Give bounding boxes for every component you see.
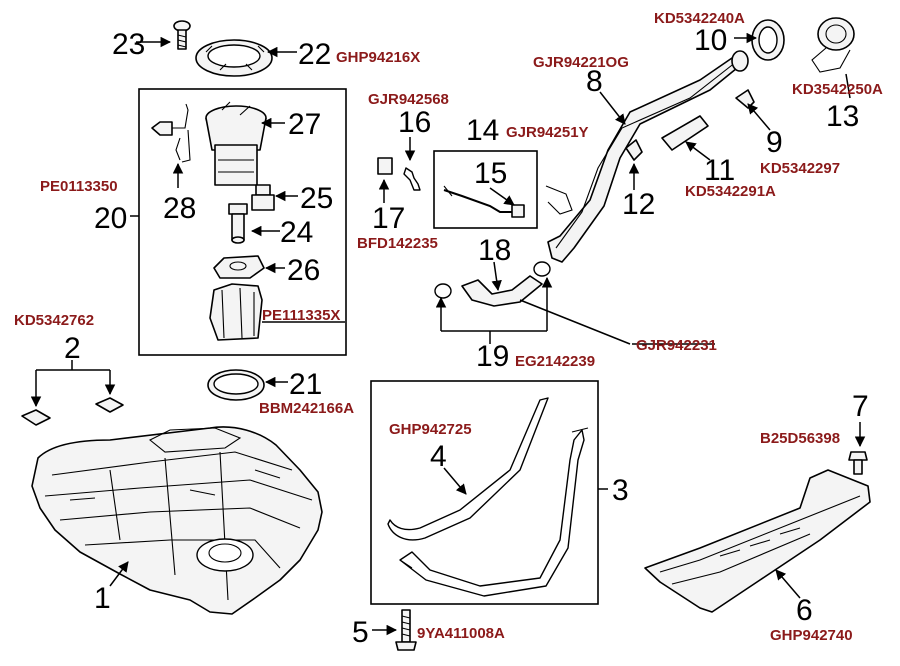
part-code-14: GJR94251Y [506,124,589,141]
screw-23-part [173,20,191,50]
hose-16-17-part [377,157,421,191]
part-code-13: KD3542250A [792,81,883,98]
pump-module-parts [151,101,275,341]
callout-number-27: 27 [288,108,321,141]
part-code-20: PE0113350 [40,178,118,195]
leader-lines [30,32,866,636]
callout-number-28: 28 [163,192,196,225]
strap-group-box [370,380,599,605]
part-code-17: BFD142235 [357,235,438,252]
vapor-pipe-part [443,185,525,218]
callout-number-20: 20 [94,202,127,235]
part-code-5: 9YA411008A [417,625,505,642]
heat-shield-part [644,469,871,613]
callout-number-5: 5 [352,616,369,649]
callout-number-21: 21 [289,368,322,401]
pads-part [21,397,124,426]
callout-number-25: 25 [300,182,333,215]
callout-number-19: 19 [476,340,509,373]
callout-number-24: 24 [280,216,313,249]
callout-number-26: 26 [287,254,320,287]
part-code-16: GJR942568 [368,91,449,108]
fuel-cap-part [811,17,855,73]
part-code-6: GHP942740 [770,627,853,644]
callout-number-11: 11 [704,154,735,187]
part-code-9: KD5342297 [760,160,840,177]
callout-number-22: 22 [298,38,331,71]
callout-number-1: 1 [94,582,111,615]
clip-12-part [625,139,643,161]
callout-number-16: 16 [398,106,431,139]
part-code-18: GJR942231 [636,337,717,354]
callout-number-4: 4 [430,440,447,473]
callout-number-14: 14 [466,114,499,147]
part-code-4: GHP942725 [389,421,472,438]
bracket-9-part [735,89,755,109]
part-code-11: KD5342291A [685,183,776,200]
callout-number-2: 2 [64,332,81,365]
callout-number-9: 9 [766,126,783,159]
callout-number-7: 7 [852,390,869,423]
gasket-part [207,369,265,401]
part-code-8: GJR94221OG [533,54,629,71]
filler-pipe-part [545,50,749,263]
callout-numbers: 23 22 27 25 24 26 28 20 21 2 1 4 3 5 6 7… [64,24,869,649]
part-code-21: BBM242166A [259,400,354,417]
cap-ring-part [751,19,785,61]
hose-18-clamps-part [434,261,551,307]
straps-part [387,397,589,597]
part-code-20b: PE111335X [262,307,340,324]
pump-module-group-box [138,88,347,356]
callout-number-10: 10 [694,24,727,57]
part-code-2: KD5342762 [14,312,94,329]
fuel-tank-part [31,426,323,615]
callout-number-8: 8 [586,65,603,98]
callout-number-13: 13 [826,100,859,133]
callout-number-6: 6 [796,594,813,627]
callout-number-17: 17 [372,202,405,235]
bolt-5-part [395,609,417,651]
part-code-10: KD5342240A [654,10,745,27]
part-code-19: EG2142239 [515,353,595,370]
callout-number-15: 15 [474,157,507,190]
part-code-7: B25D56398 [760,430,840,447]
vapor-pipe-group-box [433,150,538,229]
callout-number-23: 23 [112,28,145,61]
callout-number-3: 3 [612,474,629,507]
lock-ring-part [195,39,273,77]
callout-number-18: 18 [478,234,511,267]
callout-number-12: 12 [622,188,655,221]
part-code-22: GHP94216X [336,49,420,66]
part-codes: GHP94216X PE0113350 PE111335X BBM242166A… [14,10,883,644]
breather-hose-part [661,115,709,151]
bolt-7-part [848,451,868,475]
